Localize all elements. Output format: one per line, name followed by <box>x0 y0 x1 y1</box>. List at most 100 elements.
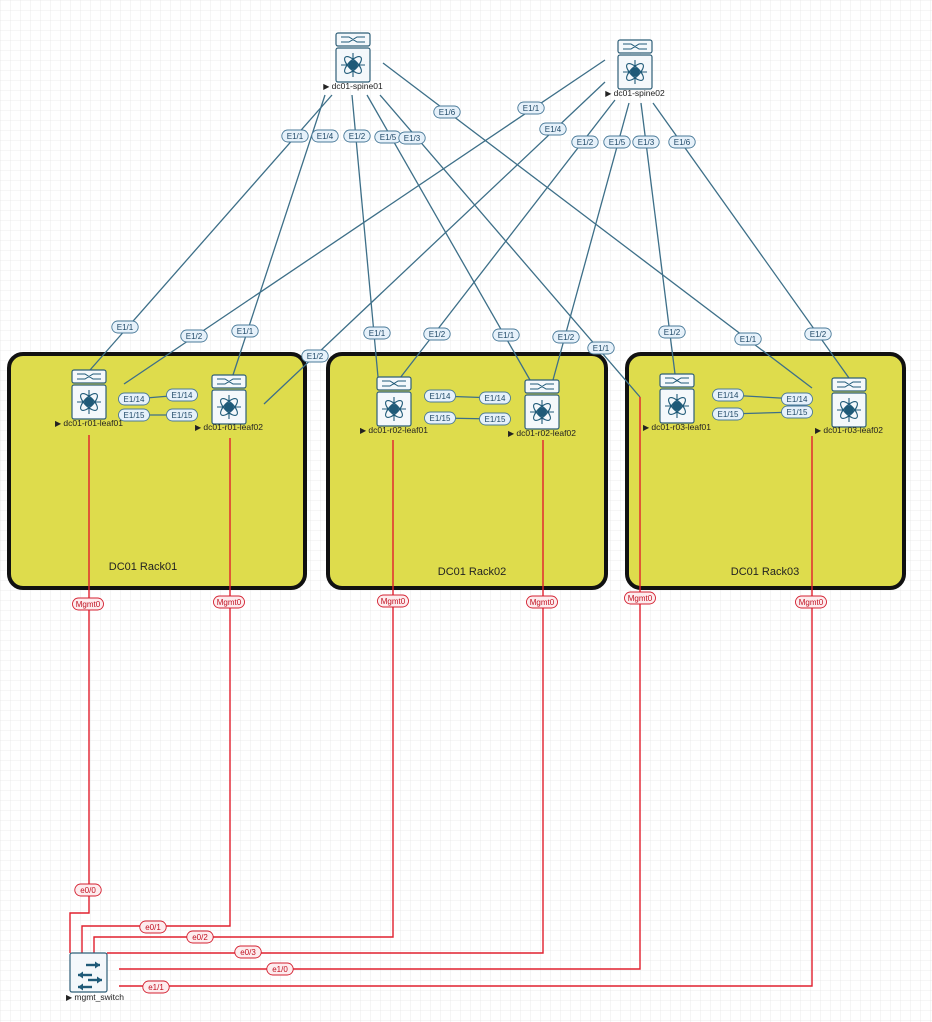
node-dc01-r02-leaf01[interactable]: ▶ dc01-r02-leaf01 <box>360 376 428 435</box>
svg-text:E1/3: E1/3 <box>404 134 421 143</box>
svg-text:E1/1: E1/1 <box>523 104 540 113</box>
svg-text:E1/15: E1/15 <box>485 415 506 424</box>
svg-text:E1/1: E1/1 <box>593 344 610 353</box>
interface-label: e1/0 <box>266 962 294 976</box>
node-label[interactable]: ▶ dc01-r02-leaf02 <box>508 428 576 438</box>
svg-text:Mgmt0: Mgmt0 <box>76 600 101 609</box>
svg-text:E1/1: E1/1 <box>740 335 757 344</box>
svg-text:E1/15: E1/15 <box>124 411 145 420</box>
interface-label: E1/1 <box>231 324 259 338</box>
interface-label: E1/15 <box>166 408 198 422</box>
svg-text:E1/15: E1/15 <box>172 411 193 420</box>
mgmt-link[interactable] <box>93 440 394 953</box>
interface-label: E1/1 <box>111 320 139 334</box>
interface-label: E1/2 <box>552 330 580 344</box>
svg-text:E1/2: E1/2 <box>577 138 594 147</box>
nexus-switch-icon[interactable] <box>376 376 412 427</box>
svg-text:E1/4: E1/4 <box>317 132 334 141</box>
svg-text:E1/1: E1/1 <box>498 331 515 340</box>
interface-label: Mgmt0 <box>526 595 558 609</box>
svg-text:E1/14: E1/14 <box>485 394 506 403</box>
svg-text:e0/0: e0/0 <box>80 886 96 895</box>
svg-text:E1/14: E1/14 <box>787 395 808 404</box>
interface-label: E1/15 <box>424 411 456 425</box>
interface-label: E1/15 <box>479 412 511 426</box>
node-label[interactable]: ▶ dc01-r03-leaf02 <box>815 425 883 435</box>
nexus-switch-icon[interactable] <box>211 374 247 425</box>
interface-label: e1/1 <box>142 980 170 994</box>
node-dc01-r01-leaf02[interactable]: ▶ dc01-r01-leaf02 <box>195 374 263 432</box>
svg-text:E1/2: E1/2 <box>349 132 366 141</box>
svg-text:Mgmt0: Mgmt0 <box>217 598 242 607</box>
node-dc01-r03-leaf01[interactable]: ▶ dc01-r03-leaf01 <box>643 373 711 432</box>
node-dc01-spine01[interactable]: ▶ dc01-spine01 <box>323 32 383 91</box>
interface-label: e0/0 <box>74 883 102 897</box>
rack-box[interactable] <box>326 352 608 590</box>
interface-label: E1/14 <box>166 388 198 402</box>
mgmt-link[interactable] <box>69 435 90 953</box>
svg-text:E1/15: E1/15 <box>430 414 451 423</box>
svg-text:e1/0: e1/0 <box>272 965 288 974</box>
l2-switch-icon[interactable] <box>69 952 108 993</box>
rack-label: DC01 Rack03 <box>731 566 799 578</box>
interface-label: E1/2 <box>571 135 599 149</box>
interface-label: Mgmt0 <box>213 595 245 609</box>
interface-label: E1/15 <box>781 405 813 419</box>
interface-label: E1/14 <box>424 389 456 403</box>
svg-text:E1/14: E1/14 <box>172 391 193 400</box>
nexus-switch-icon[interactable] <box>831 377 867 428</box>
rack-box[interactable] <box>7 352 307 590</box>
interface-label: E1/3 <box>632 135 660 149</box>
nexus-switch-icon[interactable] <box>71 369 107 420</box>
interface-label: Mgmt0 <box>72 597 104 611</box>
node-label[interactable]: ▶ dc01-r01-leaf02 <box>195 422 263 432</box>
svg-text:E1/2: E1/2 <box>307 352 324 361</box>
node-label[interactable]: ▶ dc01-r03-leaf01 <box>643 422 711 432</box>
interface-label: E1/2 <box>301 349 329 363</box>
interface-label: E1/1 <box>492 328 520 342</box>
svg-text:E1/1: E1/1 <box>237 327 254 336</box>
svg-text:E1/5: E1/5 <box>380 133 397 142</box>
svg-text:E1/6: E1/6 <box>439 108 456 117</box>
node-mgmt_switch[interactable]: ▶ mgmt_switch <box>66 952 124 1002</box>
rack-rack01[interactable]: DC01 Rack01 <box>7 352 307 590</box>
interface-label: E1/2 <box>180 329 208 343</box>
node-label[interactable]: ▶ dc01-r02-leaf01 <box>360 425 428 435</box>
node-label[interactable]: ▶ mgmt_switch <box>66 992 124 1002</box>
interface-label: E1/15 <box>712 407 744 421</box>
svg-text:Mgmt0: Mgmt0 <box>530 598 555 607</box>
node-label[interactable]: ▶ dc01-r01-leaf01 <box>55 418 123 428</box>
svg-text:E1/14: E1/14 <box>430 392 451 401</box>
nexus-switch-icon[interactable] <box>659 373 695 424</box>
svg-text:E1/4: E1/4 <box>545 125 562 134</box>
node-dc01-r01-leaf01[interactable]: ▶ dc01-r01-leaf01 <box>55 369 123 428</box>
svg-text:E1/2: E1/2 <box>429 330 446 339</box>
nexus-switch-icon[interactable] <box>617 39 653 90</box>
svg-text:E1/14: E1/14 <box>124 395 145 404</box>
node-label[interactable]: ▶ dc01-spine01 <box>323 81 383 91</box>
interface-label: E1/1 <box>281 129 309 143</box>
interface-label: E1/4 <box>311 129 339 143</box>
svg-text:E1/1: E1/1 <box>287 132 304 141</box>
rack-rack02[interactable]: DC01 Rack02 <box>326 352 608 590</box>
interface-label: E1/1 <box>587 341 615 355</box>
nexus-switch-icon[interactable] <box>335 32 371 83</box>
interface-label: E1/3 <box>398 131 426 145</box>
mgmt-link[interactable] <box>119 436 813 987</box>
svg-text:E1/15: E1/15 <box>787 408 808 417</box>
interface-label: E1/14 <box>479 391 511 405</box>
node-dc01-r02-leaf02[interactable]: ▶ dc01-r02-leaf02 <box>508 379 576 438</box>
svg-text:E1/1: E1/1 <box>117 323 134 332</box>
interface-label: e0/2 <box>186 930 214 944</box>
node-dc01-spine02[interactable]: ▶ dc01-spine02 <box>605 39 665 98</box>
node-label[interactable]: ▶ dc01-spine02 <box>605 88 665 98</box>
svg-text:E1/14: E1/14 <box>718 391 739 400</box>
svg-text:e0/2: e0/2 <box>192 933 208 942</box>
interface-label: E1/4 <box>539 122 567 136</box>
interface-label: E1/2 <box>343 129 371 143</box>
nexus-switch-icon[interactable] <box>524 379 560 430</box>
node-dc01-r03-leaf02[interactable]: ▶ dc01-r03-leaf02 <box>815 377 883 435</box>
interface-label: E1/15 <box>118 408 150 422</box>
svg-text:Mgmt0: Mgmt0 <box>628 594 653 603</box>
